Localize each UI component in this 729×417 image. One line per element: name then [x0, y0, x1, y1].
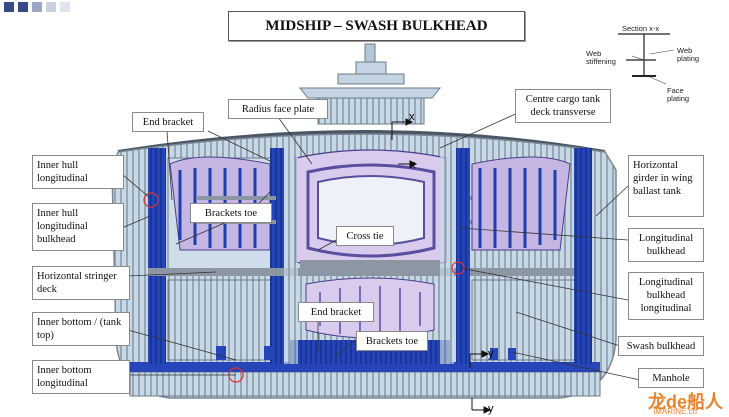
cross-tie-bar — [300, 260, 440, 272]
axis-y-bottom: y — [488, 403, 494, 415]
label-radius-face-plate: Radius face plate — [228, 99, 328, 119]
axis-markers — [391, 118, 492, 414]
long-bulkhead-left — [270, 148, 284, 364]
watermark-url: iMARINE.cn — [653, 407, 697, 416]
watermark-brand: 龙de船人 — [647, 392, 723, 412]
label-end-bracket-bottom: End bracket — [298, 302, 374, 322]
label-end-bracket-top: End bracket — [132, 112, 204, 132]
detail-circle-right — [451, 261, 465, 275]
section-inset-web-plating: Web plating — [677, 46, 700, 63]
label-manhole: Manhole — [638, 368, 704, 388]
wing-tank-right-lower — [471, 279, 583, 361]
label-horizontal-stringer-deck: Horizontal stringer deck — [32, 266, 130, 300]
label-centre-cargo-tank: Centre cargo tank deck transverse — [515, 89, 611, 123]
label-inner-hull-long-bulkhead: Inner hull longitudinal bulkhead — [32, 203, 124, 251]
section-inset-figure — [618, 33, 675, 85]
label-longitudinal-bulkhead: Longitudinal bulkhead — [628, 228, 704, 262]
diagram-title: MIDSHIP – SWASH BULKHEAD — [228, 11, 525, 41]
label-brackets-toe-top: Brackets toe — [190, 203, 272, 223]
inner-hull-right — [574, 148, 592, 364]
axis-y-mid: y — [488, 348, 494, 360]
detail-circle-left — [143, 192, 159, 208]
label-inner-bottom-longitudinal: Inner bottom longitudinal — [32, 360, 130, 394]
section-inset-web-stiffening: Web stiffening — [586, 49, 616, 66]
diagram-title-text: MIDSHIP – SWASH BULKHEAD — [265, 17, 488, 34]
leader-lines — [121, 111, 641, 381]
label-brackets-toe-bottom: Brackets toe — [356, 331, 428, 351]
inner-hull-left — [148, 148, 166, 364]
label-cross-tie: Cross tie — [336, 226, 394, 246]
long-bulkhead-right — [456, 148, 470, 364]
section-inset-title: Section x-x — [622, 24, 660, 33]
watermark: 龙de船人 iMARINE.cn — [647, 388, 723, 416]
axis-x-top: x — [409, 111, 415, 123]
axis-x-mid: x — [410, 159, 416, 171]
label-horizontal-girder: Horizontal girder in wing ballast tank — [628, 155, 704, 217]
label-long-bulkhead-longitudinal: Longitudinal bulkhead longitudinal — [628, 272, 704, 320]
double-bottom — [129, 371, 601, 397]
inner-bottom-plate — [130, 362, 600, 372]
slide-corner-squares — [4, 2, 70, 12]
section-inset-face-plating: Face plating — [667, 86, 690, 103]
label-inner-bottom-tank-top: Inner bottom / (tank top) — [32, 312, 130, 346]
label-swash-bulkhead: Swash bulkhead — [618, 336, 704, 356]
label-inner-hull-longitudinal: Inner hull longitudinal — [32, 155, 124, 189]
